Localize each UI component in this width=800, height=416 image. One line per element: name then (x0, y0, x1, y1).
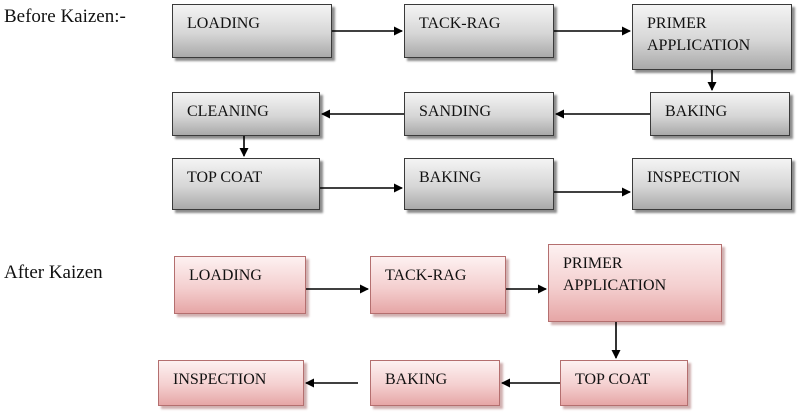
before-step-baking-1: BAKING (650, 92, 790, 136)
before-step-loading: LOADING (172, 4, 332, 58)
after-step-loading: LOADING (174, 256, 306, 314)
before-kaizen-label: Before Kaizen:- (4, 6, 126, 27)
before-step-tack-rag: TACK-RAG (404, 4, 554, 58)
after-step-primer-application: PRIMER APPLICATION (548, 244, 722, 322)
after-step-tack-rag: TACK-RAG (370, 256, 506, 314)
after-step-inspection: INSPECTION (158, 360, 304, 406)
before-step-top-coat: TOP COAT (172, 158, 320, 210)
after-step-top-coat: TOP COAT (560, 360, 688, 406)
before-step-baking-2: BAKING (404, 158, 554, 210)
before-step-sanding: SANDING (404, 92, 554, 136)
before-step-cleaning: CLEANING (172, 92, 320, 136)
before-step-inspection: INSPECTION (632, 158, 792, 210)
after-step-baking: BAKING (370, 360, 500, 406)
before-step-primer-application: PRIMER APPLICATION (632, 4, 792, 70)
after-kaizen-label: After Kaizen (4, 262, 103, 283)
